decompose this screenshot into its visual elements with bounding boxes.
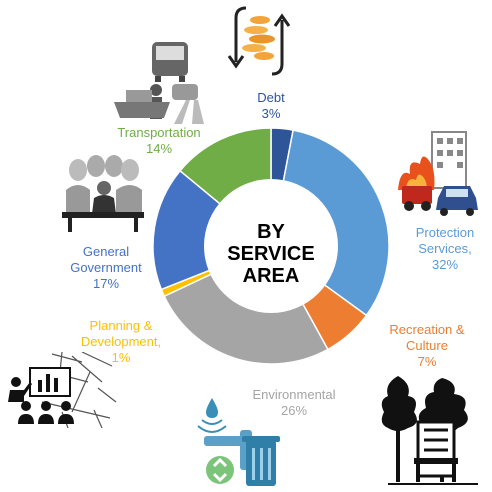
label-government-value: 17% — [92, 276, 120, 291]
label-protection-name-2: Services, — [418, 241, 472, 256]
center-title-line-2: SERVICE — [227, 243, 315, 265]
label-planning-name-2: Development, — [80, 334, 162, 349]
label-environmental-value: 26% — [280, 403, 308, 418]
label-recreation-name-2: Culture — [406, 338, 448, 353]
transportation-icon — [114, 42, 204, 124]
water-recycling-icon — [197, 398, 280, 486]
center-title: BY SERVICE AREA — [206, 221, 336, 287]
label-transportation-value: 14% — [145, 141, 173, 156]
label-transportation-name: Transportation — [117, 125, 201, 140]
label-recreation-name-1: Recreation & — [389, 322, 465, 337]
label-debt-name: Debt — [257, 90, 285, 105]
label-environmental-name: Environmental — [252, 387, 336, 402]
label-recreation: Recreation & Culture 7% — [372, 322, 482, 370]
label-planning-value: 1% — [111, 350, 131, 365]
label-government: General Government 17% — [56, 244, 156, 292]
label-debt-value: 3% — [261, 106, 281, 121]
label-environmental: Environmental 26% — [239, 387, 349, 419]
planning-map-icon — [8, 352, 117, 428]
label-government-name-1: General — [82, 244, 130, 259]
label-debt: Debt 3% — [236, 90, 306, 122]
center-title-line-3: AREA — [242, 265, 300, 287]
park-bench-trees-icon — [381, 376, 478, 485]
label-protection-value: 32% — [431, 257, 459, 272]
label-recreation-value: 7% — [417, 354, 437, 369]
label-planning: Planning & Development, 1% — [66, 318, 176, 366]
label-planning-name-1: Planning & — [89, 318, 153, 333]
label-protection: Protection Services, 32% — [402, 225, 488, 273]
label-transportation: Transportation 14% — [104, 125, 214, 157]
fire-police-icon — [398, 131, 478, 216]
money-exchange-icon — [227, 6, 291, 76]
label-protection-name-1: Protection — [415, 225, 475, 240]
center-title-line-1: BY — [257, 221, 285, 243]
label-government-name-2: Government — [70, 260, 142, 275]
donut-hole — [204, 179, 338, 313]
government-meeting-icon — [62, 155, 144, 232]
